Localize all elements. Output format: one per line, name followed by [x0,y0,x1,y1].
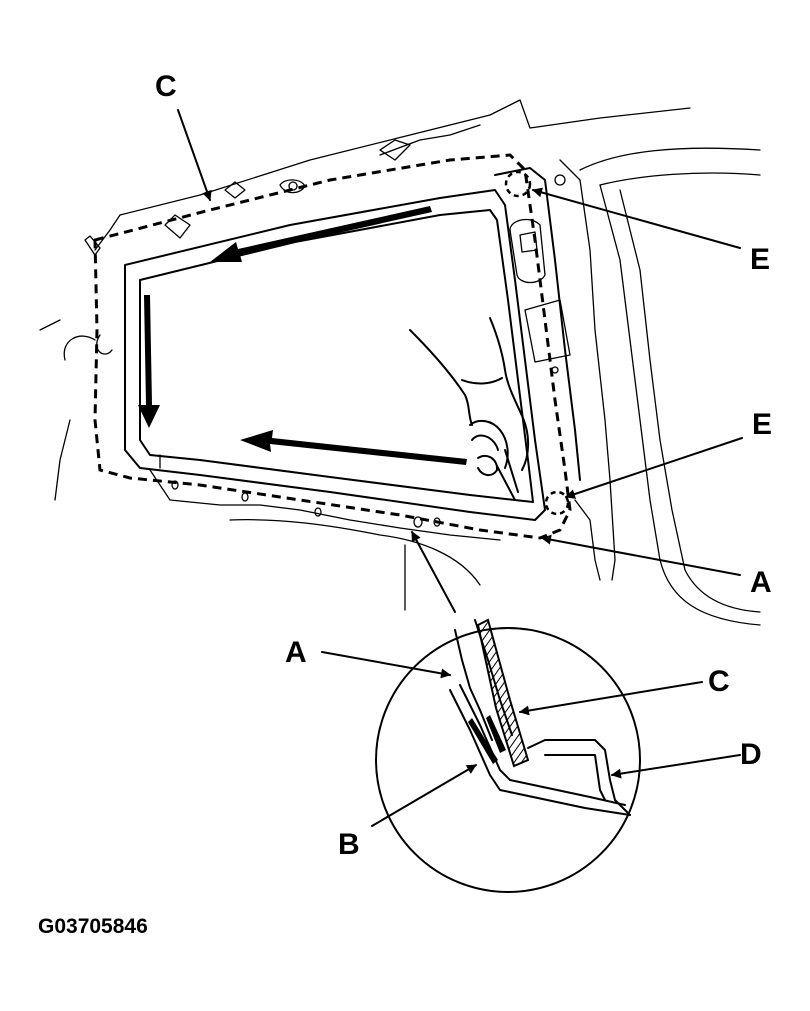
glass-opening-frame [124,189,546,521]
callout-a-right: A [750,566,772,599]
roof-panel [39,99,761,626]
clip-e-upper-marker [504,170,532,198]
direction-arrow-left [138,295,160,428]
figure-id: G03705846 [38,915,148,938]
side-bracket [494,167,581,481]
callout-a-inset: A [285,636,307,669]
callout-b-inset: B [338,828,360,861]
direction-arrow-bottom [240,430,467,465]
callout-e-lower: E [752,408,773,441]
hand-illustration [409,317,530,501]
callout-c-inset: C [708,665,730,698]
removal-direction-arrows [138,206,467,465]
detail-inset [321,531,741,893]
frame-holes [171,480,441,528]
callout-d-inset: D [740,738,762,771]
callout-e-upper: E [750,243,771,276]
callout-c-top: C [155,70,177,103]
wiring-harness [164,124,481,239]
clip-e-lower-marker [544,490,570,516]
seal-outline-dashed [93,153,572,540]
leader-lines [177,109,743,576]
direction-arrow-top [210,206,432,262]
